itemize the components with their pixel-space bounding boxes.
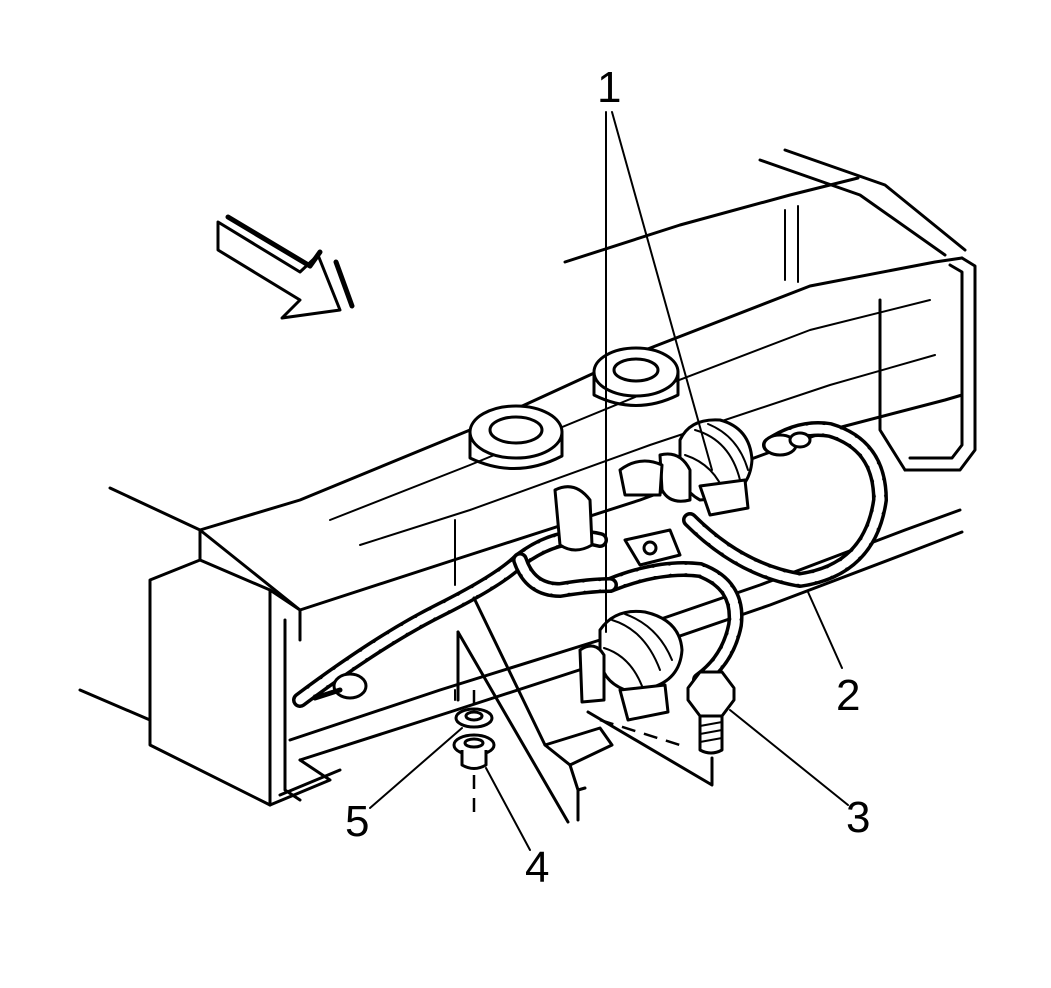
callout-4: 4	[525, 843, 549, 892]
lower-sensor	[578, 609, 684, 722]
assembly-lines	[456, 596, 714, 824]
mounting-bracket	[543, 726, 614, 792]
callout-1: 1	[597, 63, 621, 112]
grommet	[452, 733, 496, 770]
bolt	[686, 670, 736, 755]
callout-2: 2	[836, 671, 860, 720]
callout-3: 3	[846, 793, 870, 842]
upper-bracket	[553, 485, 682, 567]
frame-crossmember	[78, 148, 977, 807]
arrow-down-right-icon	[216, 214, 355, 320]
leader-lines	[369, 111, 849, 851]
upper-sensor	[618, 418, 754, 517]
washer	[454, 707, 494, 729]
callout-5: 5	[345, 797, 369, 846]
wiring-harness	[292, 421, 888, 708]
